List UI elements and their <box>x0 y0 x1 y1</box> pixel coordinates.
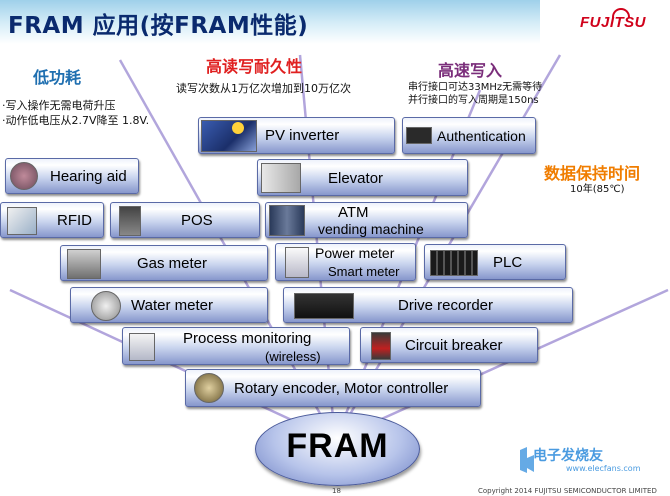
elevator-icon <box>261 163 301 193</box>
note-high-speed-2: 并行接口的写入周期是150ns <box>408 95 539 106</box>
atm-machine-icon <box>269 205 305 236</box>
app-plc: PLC <box>424 244 566 280</box>
note-low-power-1: ·写入操作无需电荷升压 <box>2 99 116 112</box>
elecfans-logo-icon <box>520 447 534 473</box>
app-pv-inverter: PV inverter <box>198 117 395 154</box>
app-water-meter: Water meter <box>70 287 268 323</box>
fram-core-label: FRAM <box>286 427 389 465</box>
heading-endurance: 高读写耐久性 <box>206 57 303 76</box>
gas-meter-icon <box>67 249 101 279</box>
heading-retention: 数据保持时间 <box>544 164 641 183</box>
fujitsu-logo-arc-icon <box>612 8 630 18</box>
plc-module-icon <box>430 250 478 276</box>
drive-recorder-icon <box>294 293 354 319</box>
rotary-encoder-icon <box>194 373 224 403</box>
note-high-speed-1: 串行接口可达33MHz无需等待 <box>408 82 543 93</box>
fujitsu-logo: FUJITSU <box>580 14 647 31</box>
app-rotary-encoder: Rotary encoder, Motor controller <box>185 369 481 407</box>
copyright: Copyright 2014 FUJITSU SEMICONDUCTOR LIM… <box>478 487 657 495</box>
title-bar <box>0 0 540 44</box>
app-authentication: Authentication <box>402 117 536 154</box>
power-meter-icon <box>285 247 309 278</box>
rfid-tag-icon <box>7 207 37 235</box>
app-pos: POS <box>110 202 260 238</box>
app-drive-recorder: Drive recorder <box>283 287 573 323</box>
heading-low-power: 低功耗 <box>33 68 82 87</box>
auth-device-icon <box>406 127 432 144</box>
app-atm: ATM vending machine <box>265 202 468 238</box>
watermark-text: 电子发烧友 <box>533 448 603 464</box>
app-process-monitoring: Process monitoring (wireless) <box>122 327 350 365</box>
hearing-aid-icon <box>10 162 38 190</box>
note-endurance: 读写次数从1万亿次增加到10万亿次 <box>176 82 351 95</box>
app-elevator: Elevator <box>257 159 468 196</box>
app-hearing-aid: Hearing aid <box>5 158 139 194</box>
page-number: 18 <box>332 487 341 495</box>
page-title: FRAM 应用(按FRAM性能) <box>8 13 309 39</box>
process-monitor-icon <box>129 333 155 361</box>
solar-panel-icon <box>201 120 257 152</box>
app-circuit-breaker: Circuit breaker <box>360 327 538 363</box>
note-retention: 10年(85℃) <box>570 184 625 195</box>
water-meter-icon <box>91 291 121 321</box>
pos-terminal-icon <box>119 206 141 236</box>
heading-high-speed: 高速写入 <box>438 61 503 80</box>
watermark-url: www.elecfans.com <box>566 464 641 473</box>
app-rfid: RFID <box>0 202 104 238</box>
app-power-meter: Power meter Smart meter <box>275 243 416 281</box>
fram-core: FRAM <box>255 412 420 486</box>
app-gas-meter: Gas meter <box>60 245 268 281</box>
circuit-breaker-icon <box>371 332 391 360</box>
note-low-power-2: ·动作低电压从2.7V降至 1.8V. <box>2 114 150 127</box>
